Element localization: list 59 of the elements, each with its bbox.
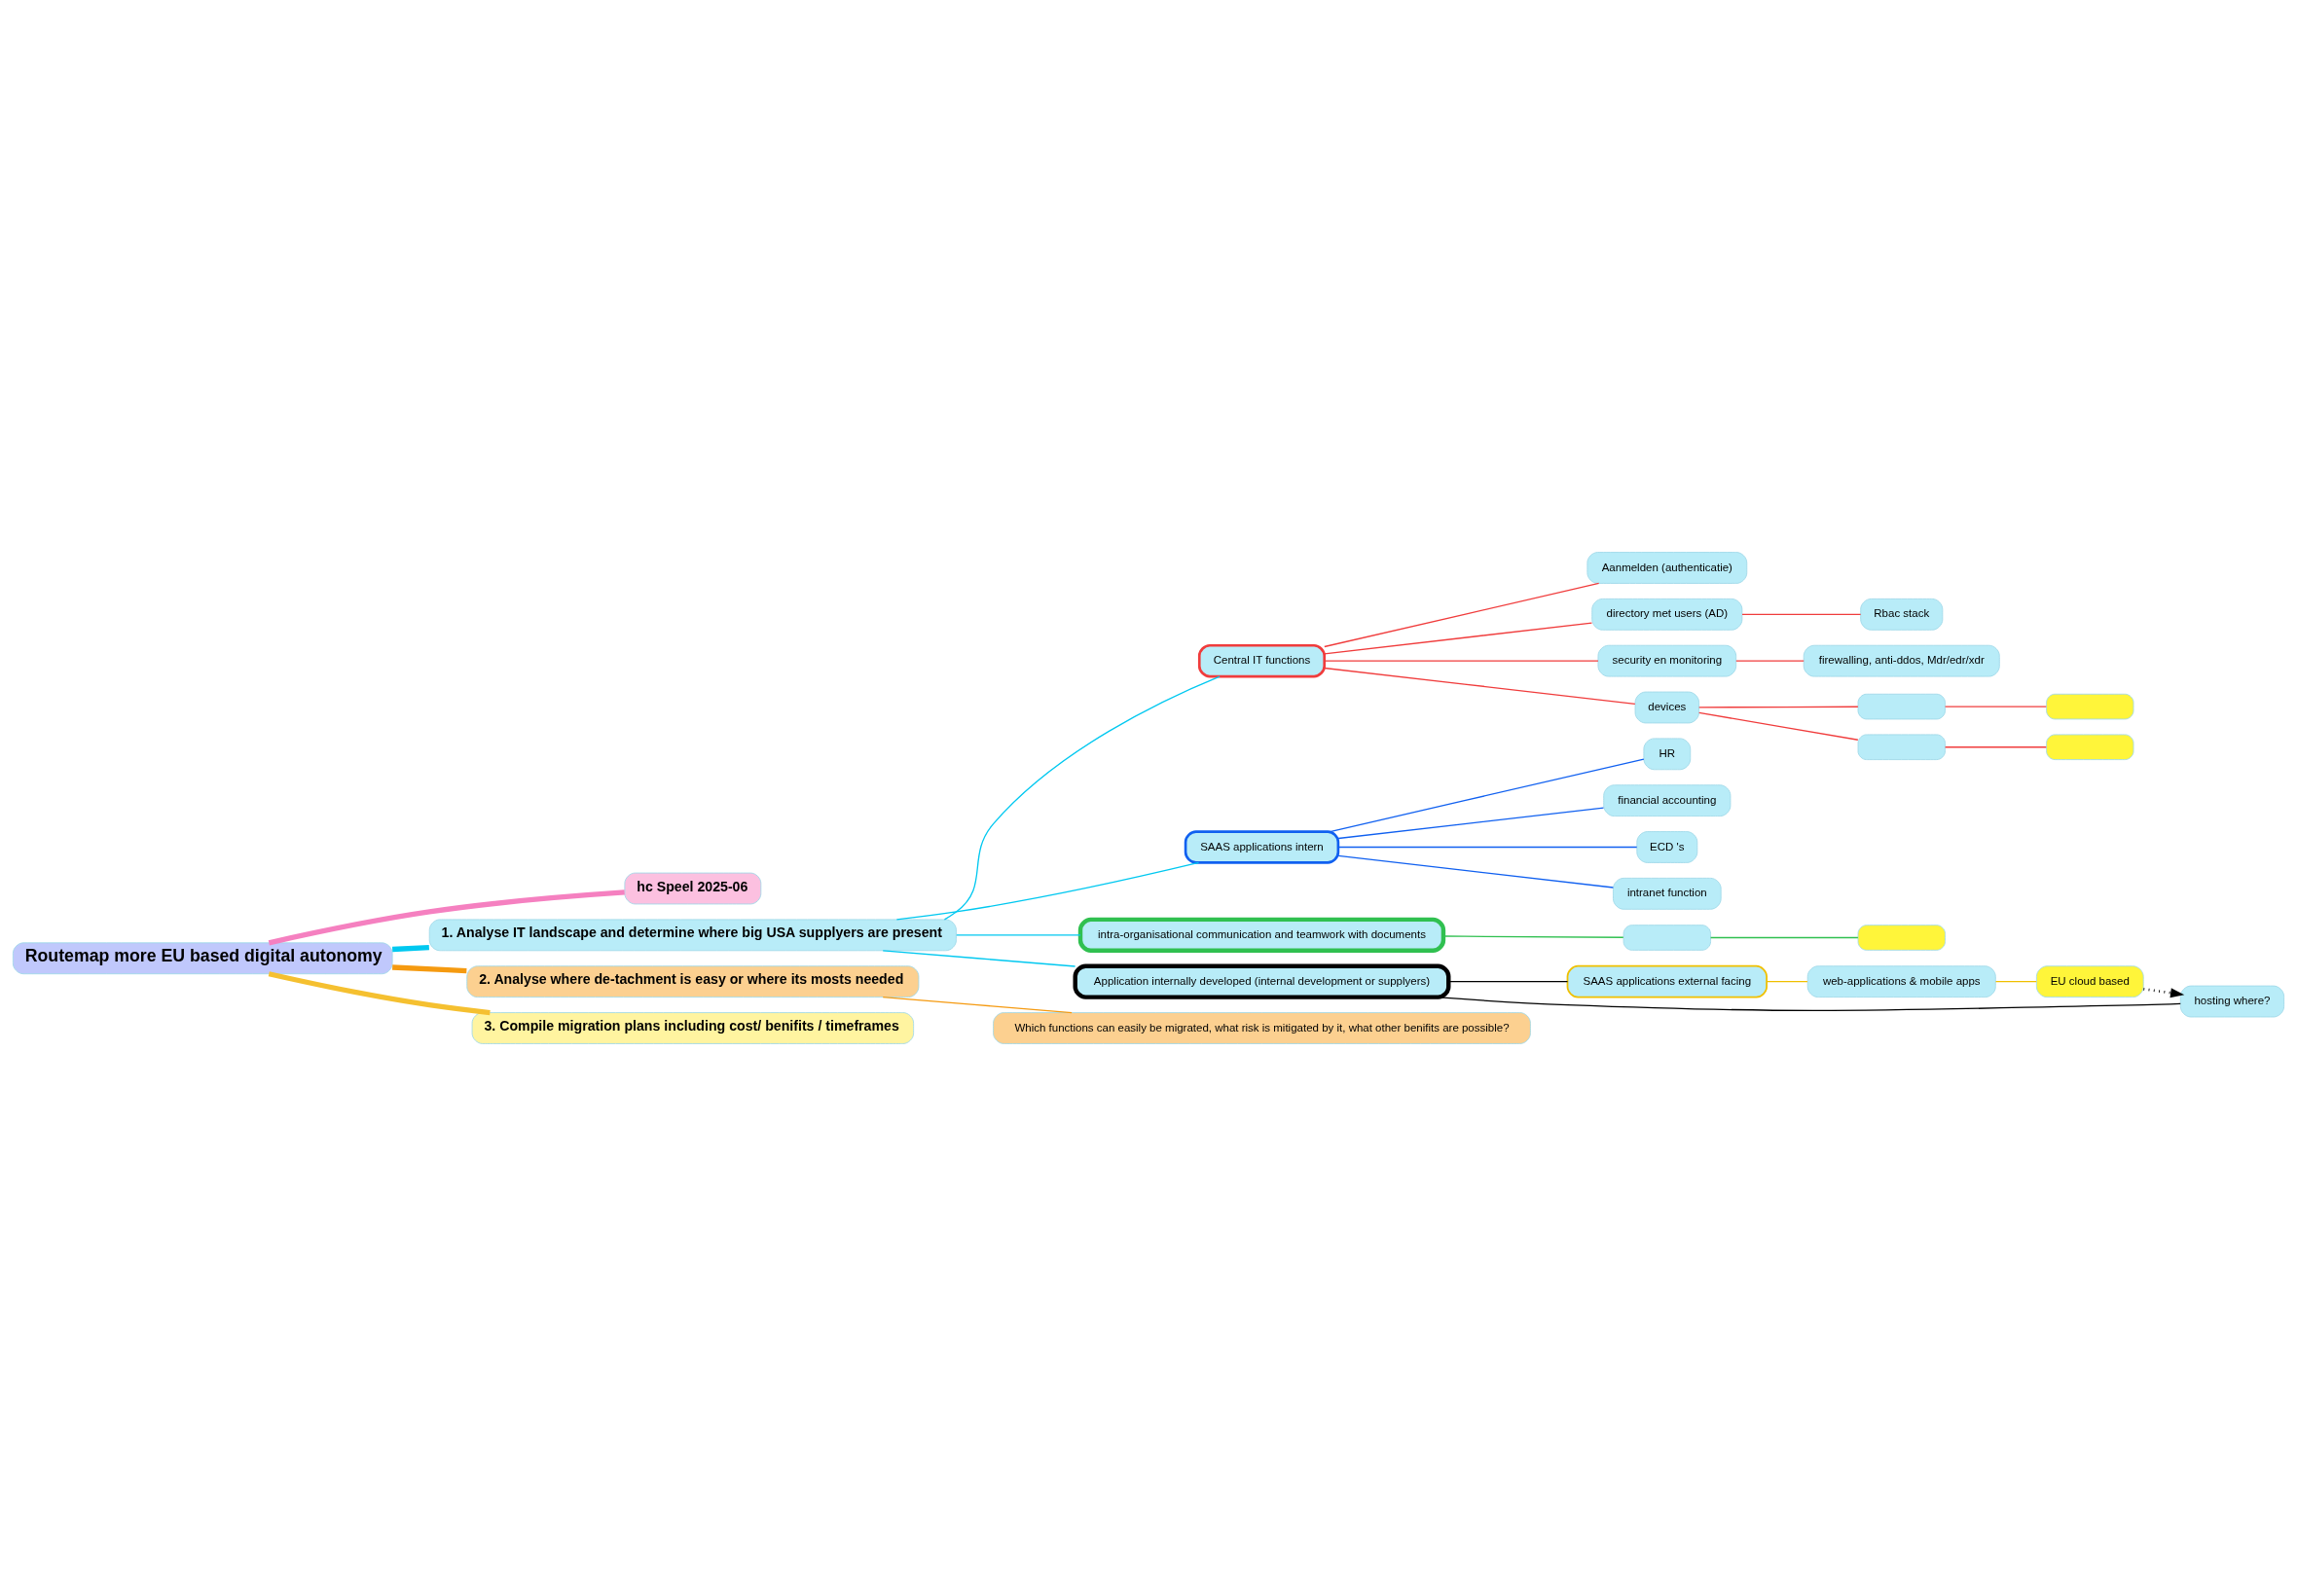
connector [895,861,1200,921]
node-box: 1. Analyse IT landscape and determine where big USA supplyers are present [428,919,957,952]
node-box: 3. Compile migration plans including cost/ benifits / timeframes [471,1012,915,1044]
node-box: web-applications & mobile apps [1806,965,1996,998]
node-box: security en monitoring [1597,644,1737,677]
node-box: devices [1634,691,1700,724]
node-box [1857,693,1946,720]
node-box: directory met users (AD) [1591,598,1743,631]
connector [1442,935,1624,938]
connector [1324,667,1636,705]
connector [1698,706,1859,708]
node-box: hosting where? [2179,985,2285,1018]
node-box: intra-organisational communication and teamwork with documents [1077,917,1446,953]
node-box: firewalling, anti-ddos, Mdr/edr/xdr [1803,644,2000,677]
connector [1735,660,1805,662]
connector [1741,613,1862,615]
node-box: EU cloud based [2035,965,2144,998]
node-box: SAAS applications intern [1184,830,1340,864]
connector [1709,936,1859,939]
connector [268,971,491,1016]
node-box [1622,925,1711,951]
connector [882,996,1073,1014]
node-box: Routemap more EU based digital autonomy [12,942,393,975]
node-box: Rbac stack [1860,598,1944,631]
connector [1994,981,2037,983]
connector [1337,807,1605,840]
connector [1329,758,1645,833]
connector [1324,660,1599,662]
node-box: Which functions can easily be migrated, what risk is mitigated by it, what other benifits are possible? [993,1012,1531,1044]
connector [956,934,1081,936]
node-box: 2. Analyse where de-tachment is easy or where its mosts needed [466,965,920,998]
connector [1447,981,1569,983]
connector [882,950,1076,967]
node-box: HR [1643,738,1692,771]
node-box: Central IT functions [1197,643,1327,678]
node-box: Application internally developed (internal development or supplyers) [1073,963,1451,999]
node-box: intranet function [1613,877,1722,910]
node-box [2046,734,2134,761]
node-box: Aanmelden (authenticatie) [1586,552,1748,584]
arrow [2143,988,2185,998]
connector [392,964,467,974]
connector [1324,622,1593,655]
node-box: hc Speel 2025-06 [624,872,762,905]
node-box: financial accounting [1603,784,1732,817]
connector [1944,706,2047,707]
connector [1944,746,2047,748]
node-box: SAAS applications external facing [1566,964,1768,998]
connector [1698,711,1859,741]
connector [392,945,429,953]
connector [268,889,625,946]
connector [943,675,1221,921]
connector [1766,981,1808,983]
node-box [1857,734,1946,761]
connector [1337,854,1615,889]
node-box: ECD 's [1636,831,1698,863]
connector [1337,846,1638,849]
node-box [1857,925,1946,951]
node-box [2046,693,2134,720]
connector [1324,582,1600,648]
